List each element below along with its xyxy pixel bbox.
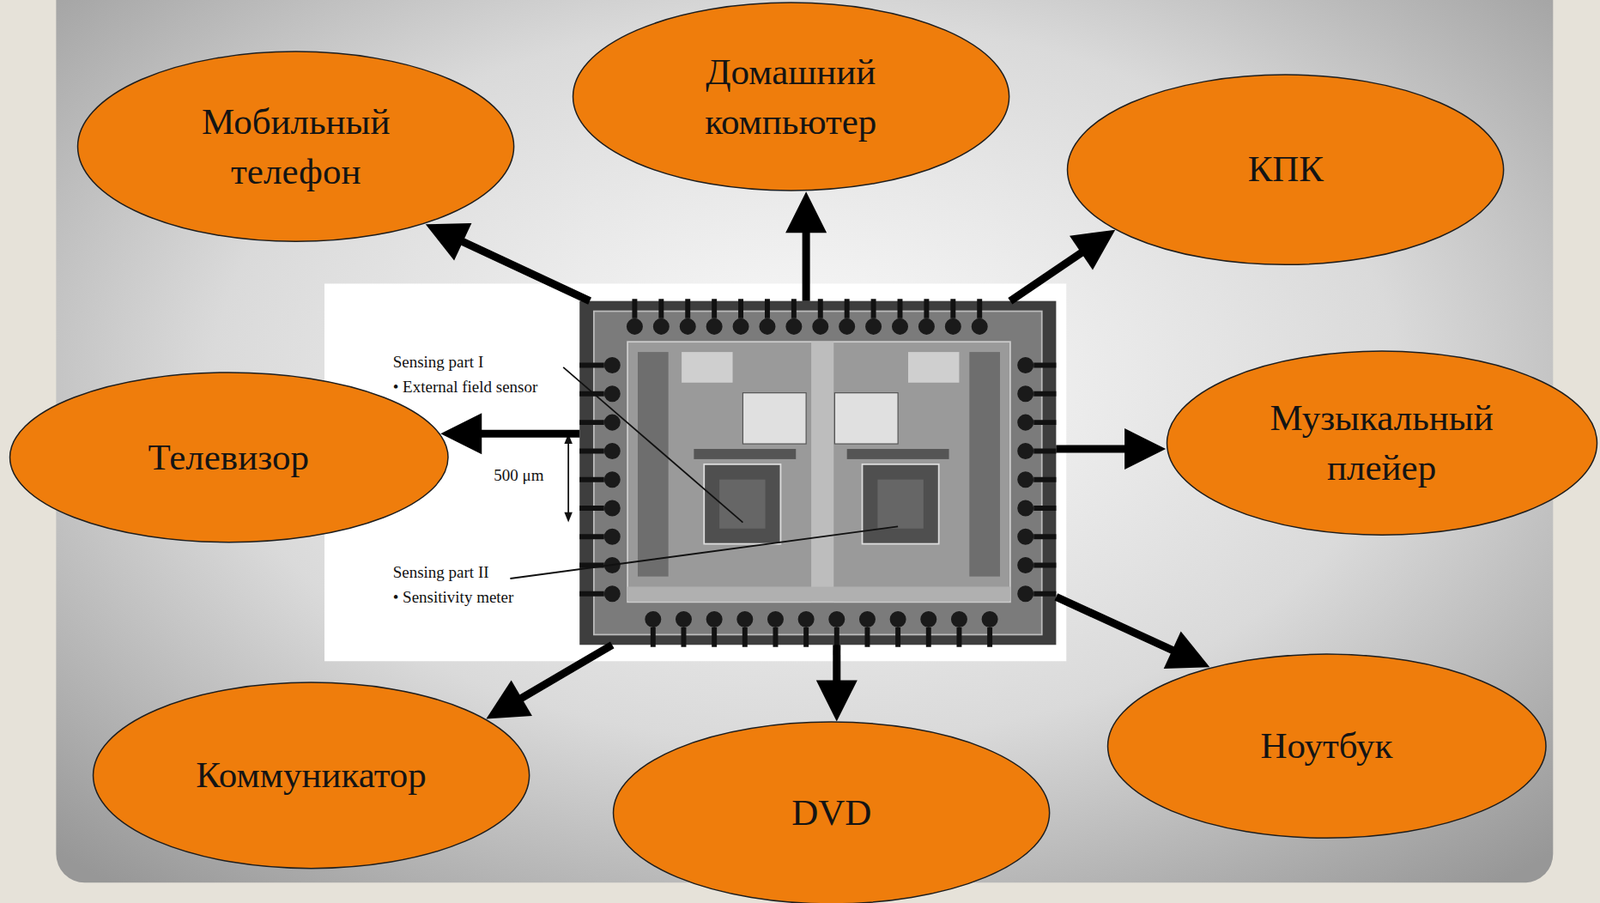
device-ellipse: Коммуникатор	[91, 681, 531, 870]
chip-bus	[811, 341, 834, 602]
device-ellipse: КПК	[1066, 73, 1505, 266]
arrowhead	[1124, 428, 1166, 470]
chip-memory	[834, 393, 898, 444]
device-ellipse: Музыкальный плейер	[1165, 350, 1599, 536]
device-ellipse: DVD	[612, 721, 1051, 903]
node-label: КПК	[1248, 144, 1324, 194]
dimension-arrowheads	[563, 433, 573, 522]
text-block: DVD	[695, 787, 968, 838]
arrow-shaft	[477, 430, 580, 438]
text-block: Мобильный телефон	[159, 96, 432, 197]
ellipse-shape	[1107, 654, 1546, 838]
arrow-shaft	[832, 644, 841, 685]
callout-label: Sensing part I	[393, 352, 485, 373]
node-label: Мобильный телефон	[159, 96, 432, 197]
arrowhead	[785, 191, 827, 233]
chip-photo	[579, 298, 1056, 647]
bond-pads	[1017, 357, 1034, 602]
text-block: КПК	[1149, 144, 1422, 194]
arrow-connector	[440, 412, 580, 455]
callout-label: • Sensitivity meter	[393, 587, 515, 608]
ellipse-shape	[93, 682, 530, 869]
dimension-line	[567, 438, 570, 518]
arrow-shaft	[518, 644, 613, 700]
chip-bar	[693, 448, 796, 460]
chip-block	[908, 351, 959, 383]
text-block: Телевизор	[91, 432, 365, 483]
ellipse-shape	[1067, 74, 1504, 265]
arrowhead	[485, 679, 533, 719]
bond-pads	[626, 318, 988, 335]
node-label: Телевизор	[148, 432, 310, 483]
arrow-connector	[816, 644, 858, 722]
callout-label: • External field sensor	[393, 377, 539, 398]
arrow-shaft	[459, 240, 590, 302]
callout-label: Sensing part II	[393, 563, 490, 583]
leader-line	[509, 367, 898, 579]
text-block: Коммуникатор	[175, 750, 448, 800]
arrow-connector	[425, 223, 590, 302]
chip-block	[637, 351, 669, 577]
chip-ring	[593, 311, 1043, 636]
arrow-connector	[1055, 596, 1210, 669]
text-block: Музыкальный плейер	[1247, 393, 1516, 493]
ellipse-shape	[613, 722, 1050, 903]
arrow-shaft	[1055, 596, 1176, 652]
ellipse-outline	[76, 50, 516, 243]
chip-die: Sensing part I• External field sensorSen…	[579, 301, 1056, 646]
ellipse-outline	[571, 1, 1011, 192]
arrow-connector	[1010, 230, 1116, 302]
device-ellipse: Ноутбук	[1106, 653, 1548, 839]
sensing-part	[862, 464, 940, 545]
device-ellipse: Мобильный телефон	[76, 50, 516, 243]
sensing-core	[877, 479, 923, 529]
chip-block	[969, 351, 1000, 577]
ellipse-shape	[1166, 351, 1597, 535]
arrow-connector	[1055, 428, 1166, 470]
arrowhead	[816, 679, 858, 722]
node-label: Домашний компьютер	[654, 47, 928, 147]
node-label: Ноутбук	[1260, 721, 1393, 771]
arrow-connector	[785, 191, 827, 301]
bond-wires	[579, 298, 1056, 647]
arrowhead	[425, 223, 473, 261]
bond-pads	[644, 611, 998, 628]
arrow-shaft	[1010, 250, 1085, 302]
device-ellipse: Телевизор	[8, 371, 450, 544]
arrow-shaft	[802, 228, 811, 301]
device-ellipse: Домашний компьютер	[571, 1, 1011, 192]
chip-strip	[627, 587, 1011, 602]
node-label: DVD	[791, 787, 872, 838]
ellipse-shape	[572, 2, 1009, 191]
chip-memory	[742, 393, 807, 444]
sensing-part	[703, 464, 781, 545]
arrow-connector	[485, 644, 613, 719]
chip-die-body	[579, 301, 1056, 646]
node-label: Музыкальный плейер	[1247, 393, 1516, 493]
ellipse-shape	[9, 372, 448, 543]
arrowhead	[1163, 630, 1211, 669]
chip-block	[681, 351, 733, 383]
arrowhead	[1069, 230, 1116, 271]
dimension-label: 500 μm	[493, 466, 544, 486]
node-label: Коммуникатор	[195, 750, 427, 800]
ellipse-outline	[1165, 350, 1599, 536]
text-block: Домашний компьютер	[654, 47, 928, 147]
arrow-shaft	[1055, 445, 1129, 454]
chip-bar	[847, 448, 950, 460]
text-block: Ноутбук	[1189, 721, 1463, 771]
ellipse-shape	[78, 52, 515, 243]
